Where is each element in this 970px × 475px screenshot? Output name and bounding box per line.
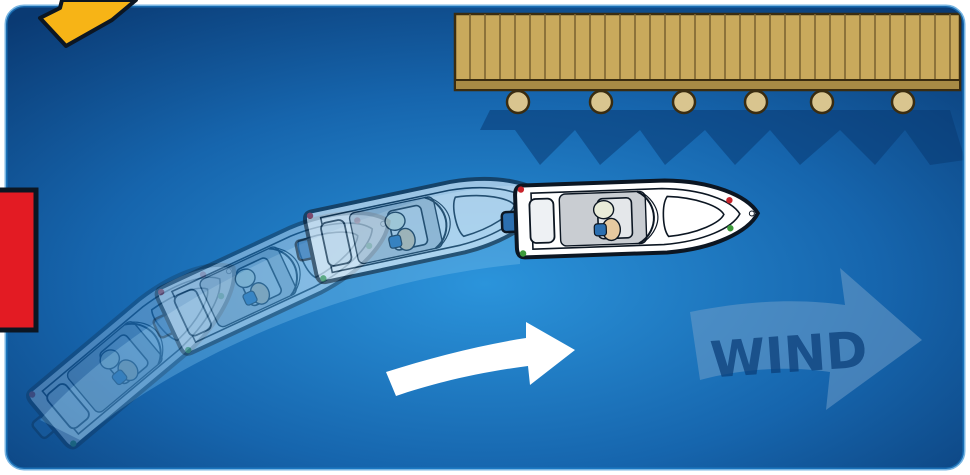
turn-arrow <box>386 322 575 396</box>
wind-arrow: WIND <box>690 268 922 410</box>
wind-label: WIND <box>708 321 869 390</box>
yellow-arrow-icon <box>38 0 138 48</box>
red-side-panel <box>0 187 39 333</box>
dock-shadows <box>480 110 964 165</box>
dock <box>453 12 962 92</box>
dock-pilings <box>505 89 916 115</box>
